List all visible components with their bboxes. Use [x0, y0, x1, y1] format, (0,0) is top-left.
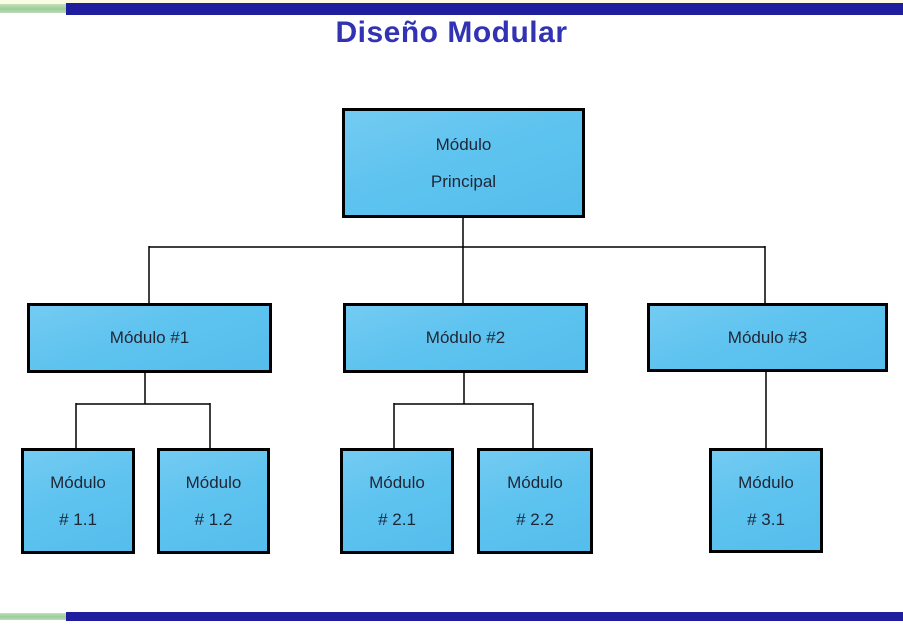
node-label: Módulo #3 [727, 327, 808, 347]
node-modulo-1-2: Módulo # 1.2 [157, 448, 270, 554]
top-green-bar [0, 4, 66, 13]
node-modulo-2: Módulo #2 [343, 303, 588, 373]
top-navy-bar [66, 3, 903, 15]
node-label: Módulo [738, 472, 794, 492]
node-label: Módulo [507, 473, 563, 492]
node-modulo-1-1: Módulo # 1.1 [21, 448, 135, 554]
node-label: # 2.1 [378, 510, 416, 529]
node-modulo-2-1: Módulo # 2.1 [340, 448, 454, 554]
node-label: Módulo #1 [109, 328, 190, 347]
node-label: Principal [430, 172, 497, 191]
node-label: Módulo [185, 473, 242, 492]
node-label: Módulo [50, 473, 106, 492]
node-label: # 2.2 [516, 510, 554, 529]
node-modulo-1: Módulo #1 [27, 303, 272, 373]
node-modulo-3-1: Módulo # 3.1 [709, 448, 823, 553]
node-label: Módulo [369, 473, 425, 492]
node-modulo-2-2: Módulo # 2.2 [477, 448, 593, 554]
node-modulo-3: Módulo #3 [647, 303, 888, 372]
node-label: # 3.1 [747, 509, 785, 529]
node-label: # 1.1 [59, 510, 97, 529]
bottom-green-bar [0, 613, 66, 620]
node-label: Módulo #2 [425, 328, 506, 347]
top-cream-stripe [0, 0, 903, 4]
bottom-navy-bar [66, 612, 903, 621]
node-modulo-principal: Módulo Principal [342, 108, 585, 218]
page-title: Diseño Modular [335, 16, 568, 49]
node-label: # 1.2 [194, 510, 233, 529]
node-label: Módulo [435, 135, 492, 154]
